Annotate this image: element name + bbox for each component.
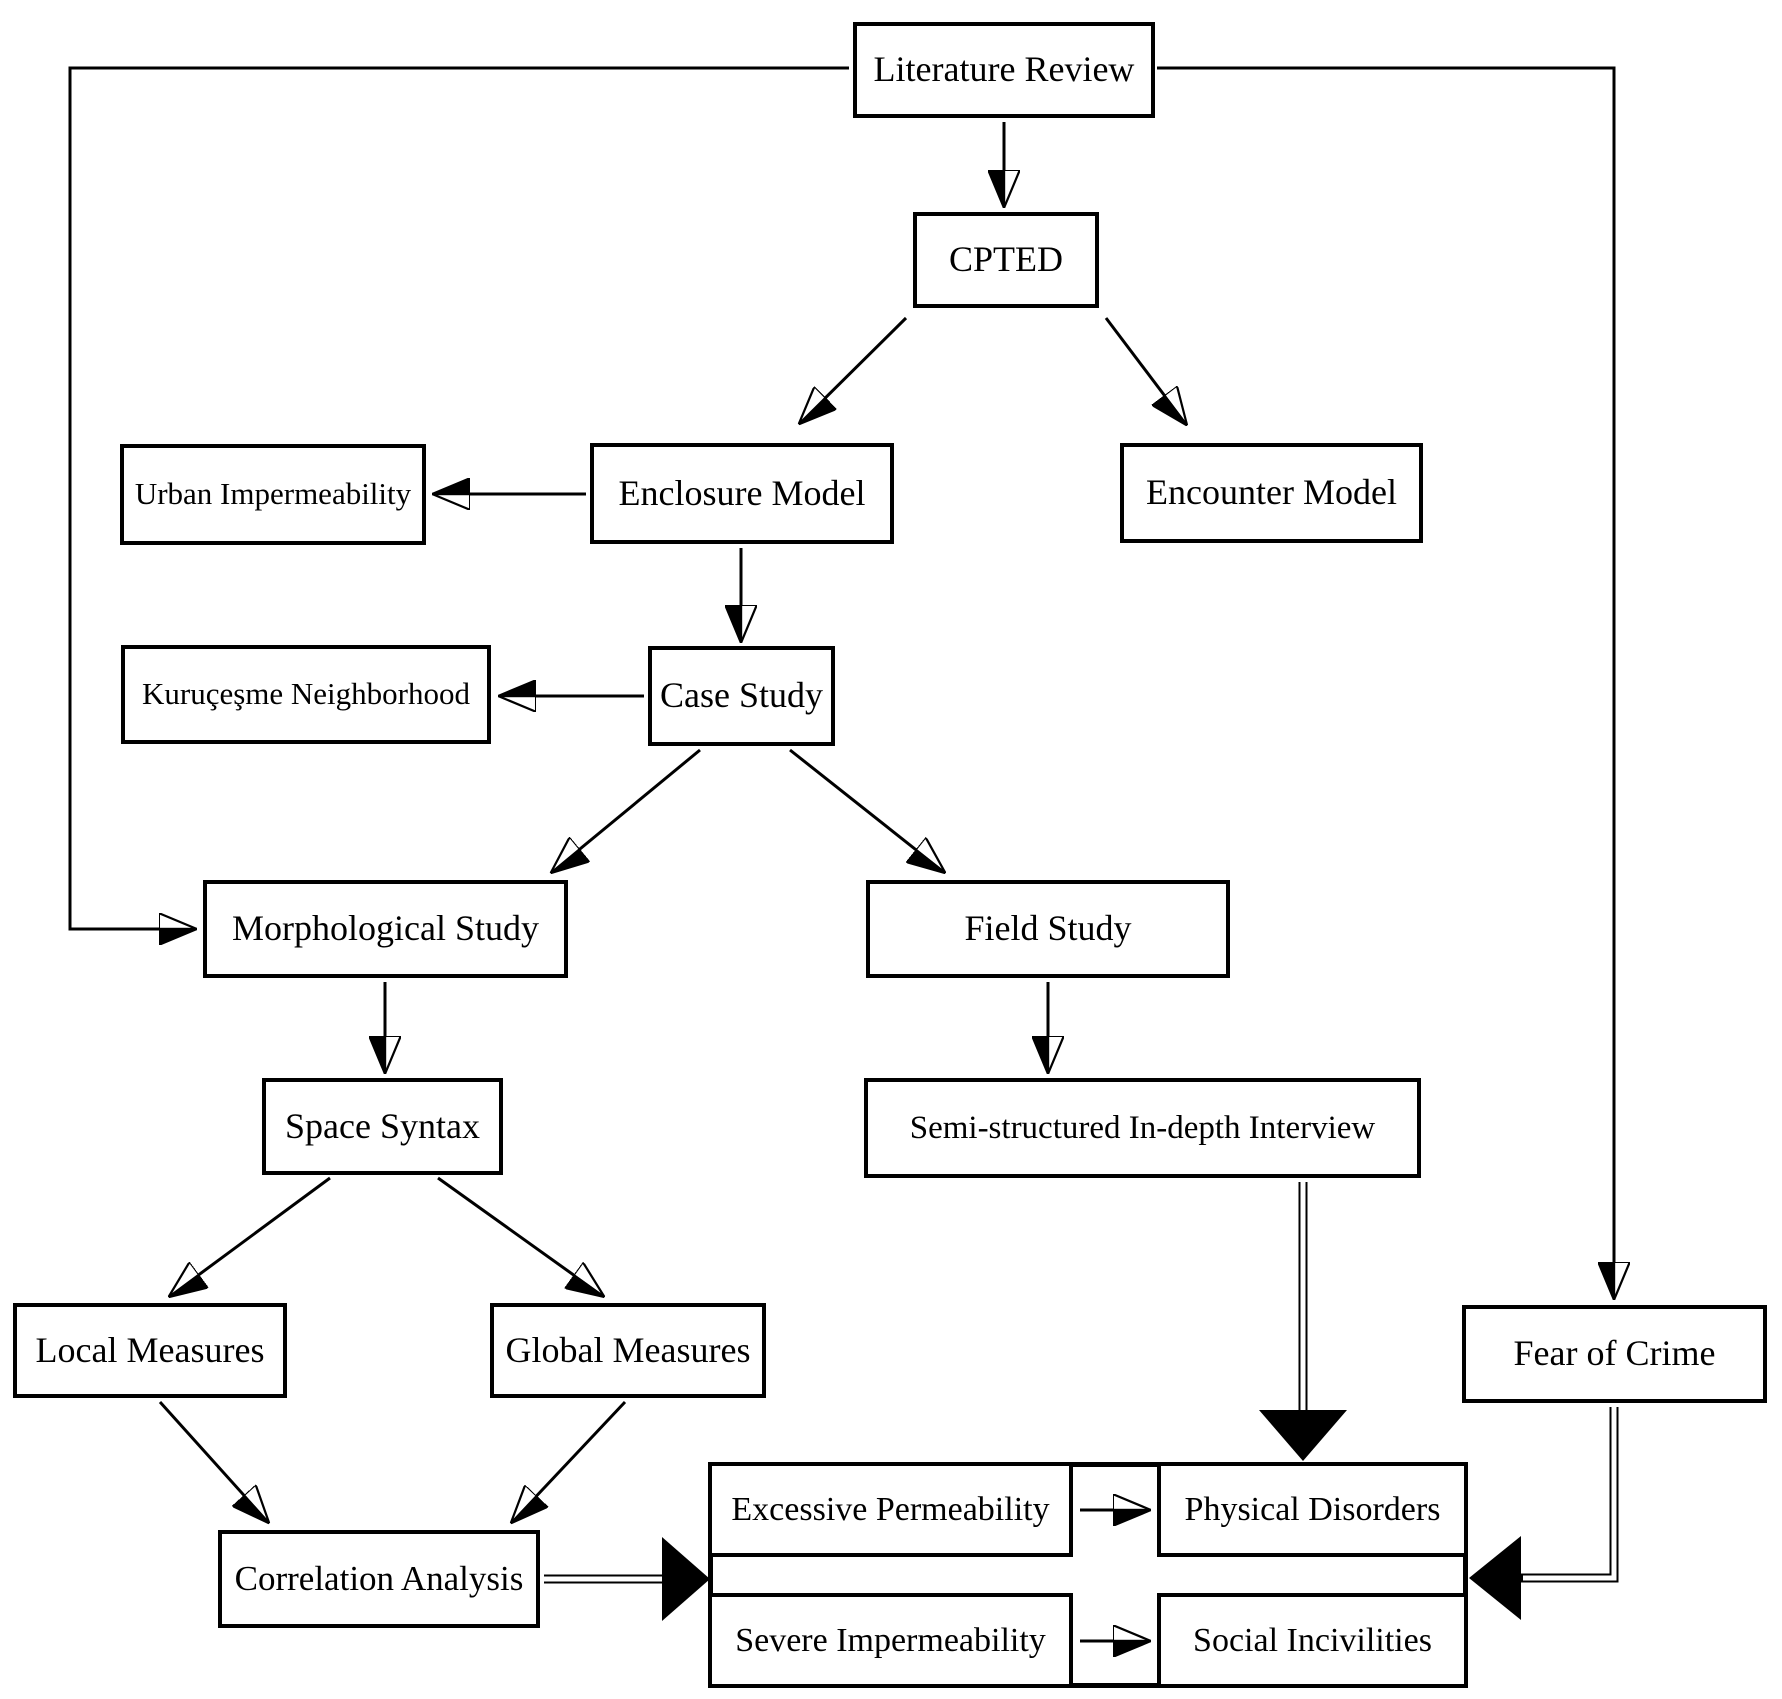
edge-cpted-to-encounter-model — [1104, 317, 1186, 424]
edge-fear-of-crime-to-outcome-grid — [1469, 1407, 1619, 1620]
node-kurucesme-neighborhood: Kuruçeşme Neighborhood — [121, 645, 491, 744]
node-local-measures: Local Measures — [13, 1303, 287, 1398]
node-field-study: Field Study — [866, 880, 1230, 978]
node-encounter-model: Encounter Model — [1120, 443, 1423, 543]
node-physical-disorders: Physical Disorders — [1157, 1462, 1468, 1557]
node-urban-impermeability: Urban Impermeability — [120, 444, 426, 545]
edge-literature-review-to-morphological-study — [68, 66, 849, 929]
node-excessive-permeability: Excessive Permeability — [708, 1462, 1073, 1557]
node-semi-structured-interview: Semi-structured In-depth Interview — [864, 1078, 1421, 1178]
node-case-study: Case Study — [648, 646, 835, 746]
edge-correlation-analysis-to-outcome-grid — [544, 1537, 710, 1621]
node-severe-impermeability: Severe Impermeability — [708, 1593, 1073, 1688]
node-correlation-analysis: Correlation Analysis — [218, 1530, 540, 1628]
node-cpted: CPTED — [913, 212, 1099, 308]
edge-global-measures-to-correlation-analysis — [512, 1400, 627, 1522]
outcome-grid — [708, 1462, 1468, 1688]
edge-space-syntax-to-local-measures — [170, 1176, 331, 1296]
node-global-measures: Global Measures — [490, 1303, 766, 1398]
edge-local-measures-to-correlation-analysis — [158, 1400, 268, 1522]
node-morphological-study: Morphological Study — [203, 880, 568, 978]
node-enclosure-model: Enclosure Model — [590, 443, 894, 544]
node-literature-review: Literature Review — [853, 22, 1155, 118]
node-social-incivilities: Social Incivilities — [1157, 1593, 1468, 1688]
edge-space-syntax-to-global-measures — [437, 1176, 603, 1296]
edge-literature-review-to-fear-of-crime — [1157, 66, 1614, 1298]
solid-arrowhead-down — [1259, 1410, 1347, 1461]
edge-case-study-to-field-study — [789, 748, 944, 872]
solid-arrowhead-right — [662, 1537, 710, 1621]
edge-cpted-to-enclosure-model — [800, 316, 908, 423]
node-space-syntax: Space Syntax — [262, 1078, 503, 1175]
edge-interview-to-outcome-grid — [1259, 1182, 1347, 1461]
edge-case-study-to-morphological-study — [552, 748, 701, 872]
node-fear-of-crime: Fear of Crime — [1462, 1305, 1767, 1403]
solid-arrowhead-left — [1469, 1536, 1521, 1620]
